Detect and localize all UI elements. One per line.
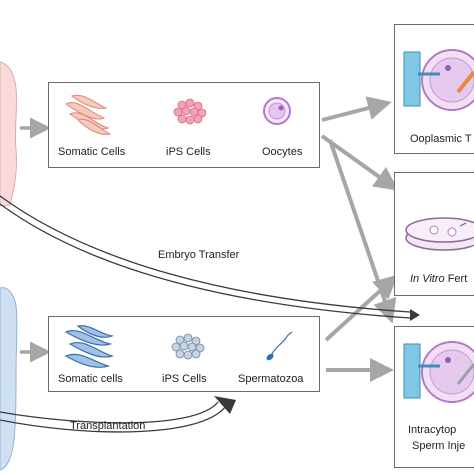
female-silhouette bbox=[0, 61, 18, 207]
label-transplantation: Transplantation bbox=[70, 420, 146, 432]
label-oocytes: Oocytes bbox=[262, 146, 303, 158]
label-in-vitro-fertilization: In Vitro Fert bbox=[410, 273, 467, 285]
label-spermatozoa: Spermatozoa bbox=[238, 373, 304, 385]
arrow-to-ooplasmic bbox=[321, 96, 392, 122]
label-somatic-cells-bottom: Somatic cells bbox=[58, 373, 123, 385]
arrow-top-to-ivf bbox=[320, 134, 399, 191]
label-embryo-transfer: Embryo Transfer bbox=[158, 249, 240, 261]
label-somatic-cells-top: Somatic Cells bbox=[58, 146, 126, 158]
male-silhouette bbox=[0, 287, 18, 471]
arrow-bottom-to-ivf bbox=[324, 274, 398, 342]
label-fert: Fert bbox=[444, 273, 468, 285]
transplantation-curve bbox=[0, 405, 227, 433]
embryo-transfer-curve bbox=[0, 195, 411, 313]
label-icsi-line2: Sperm Inje bbox=[412, 440, 466, 452]
label-ooplasmic-transfer: Ooplasmic T bbox=[410, 133, 472, 145]
label-in-vitro: In Vitro bbox=[410, 273, 445, 285]
label-icsi-line1: Intracytop bbox=[408, 424, 457, 436]
label-ips-cells-bottom: iPS Cells bbox=[162, 373, 207, 385]
label-ips-cells-top: iPS Cells bbox=[166, 146, 211, 158]
